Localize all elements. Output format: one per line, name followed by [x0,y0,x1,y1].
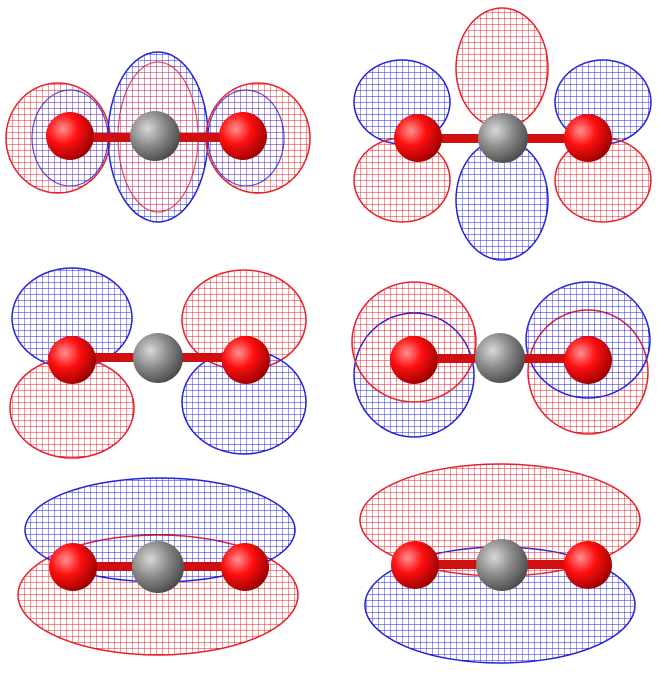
bond-right [158,353,246,362]
oxygen-atom [221,543,269,591]
bond-left [72,353,158,362]
oxygen-atom [49,543,97,591]
panel-6-orbital [359,463,641,664]
panel-2-orbital [353,7,652,261]
carbon-atom [130,111,180,161]
bond-left [415,560,502,569]
bond-right [500,354,588,363]
panel-3-orbital [9,267,307,459]
oxygen-atom [390,336,438,384]
panel-4-orbital [351,281,651,438]
oxygen-atom [391,541,439,589]
lobe-red-top [455,7,549,129]
oxygen-atom [564,541,612,589]
panel-1-orbital [5,51,311,223]
oxygen-atom [48,336,96,384]
bond-right [503,134,588,143]
carbon-atom [475,333,525,383]
bond-right [158,562,245,571]
bond-right [502,560,588,569]
oxygen-atom [46,112,94,160]
panel-5-orbital [17,477,299,656]
oxygen-atom [222,336,270,384]
oxygen-atom [564,114,612,162]
bond-right [160,133,245,142]
bond-left [70,133,155,142]
carbon-atom [133,333,183,383]
oxygen-atom [394,114,442,162]
oxygen-atom [219,112,267,160]
bond-left [414,354,500,363]
carbon-atom [476,539,528,591]
carbon-atom [478,113,528,163]
oxygen-atom [564,336,612,384]
carbon-atom [132,541,184,593]
bond-left [73,562,158,571]
bond-left [418,134,503,143]
